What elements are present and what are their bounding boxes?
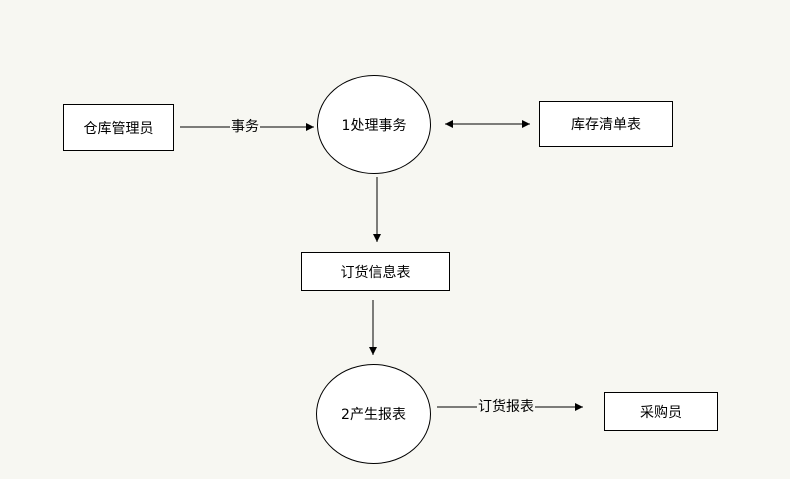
node-inventory-list[interactable]: 库存清单表 bbox=[539, 101, 673, 147]
node-inventory-list-label: 库存清单表 bbox=[571, 117, 641, 133]
node-order-info[interactable]: 订货信息表 bbox=[301, 252, 450, 291]
node-purchaser-label: 采购员 bbox=[640, 404, 682, 421]
node-process-transaction[interactable]: 1处理事务 bbox=[317, 75, 431, 174]
node-order-info-label: 订货信息表 bbox=[340, 264, 411, 281]
node-purchaser[interactable]: 采购员 bbox=[604, 392, 718, 431]
edge-label-transaction: 事务 bbox=[230, 119, 260, 135]
node-warehouse-manager-label: 仓库管理员 bbox=[83, 120, 154, 137]
edge-label-order-report: 订货报表 bbox=[477, 399, 535, 415]
node-warehouse-manager[interactable]: 仓库管理员 bbox=[63, 104, 174, 151]
node-generate-report-label: 2产生报表 bbox=[341, 407, 406, 423]
node-process-transaction-label: 1处理事务 bbox=[341, 117, 407, 134]
node-generate-report[interactable]: 2产生报表 bbox=[316, 364, 431, 464]
